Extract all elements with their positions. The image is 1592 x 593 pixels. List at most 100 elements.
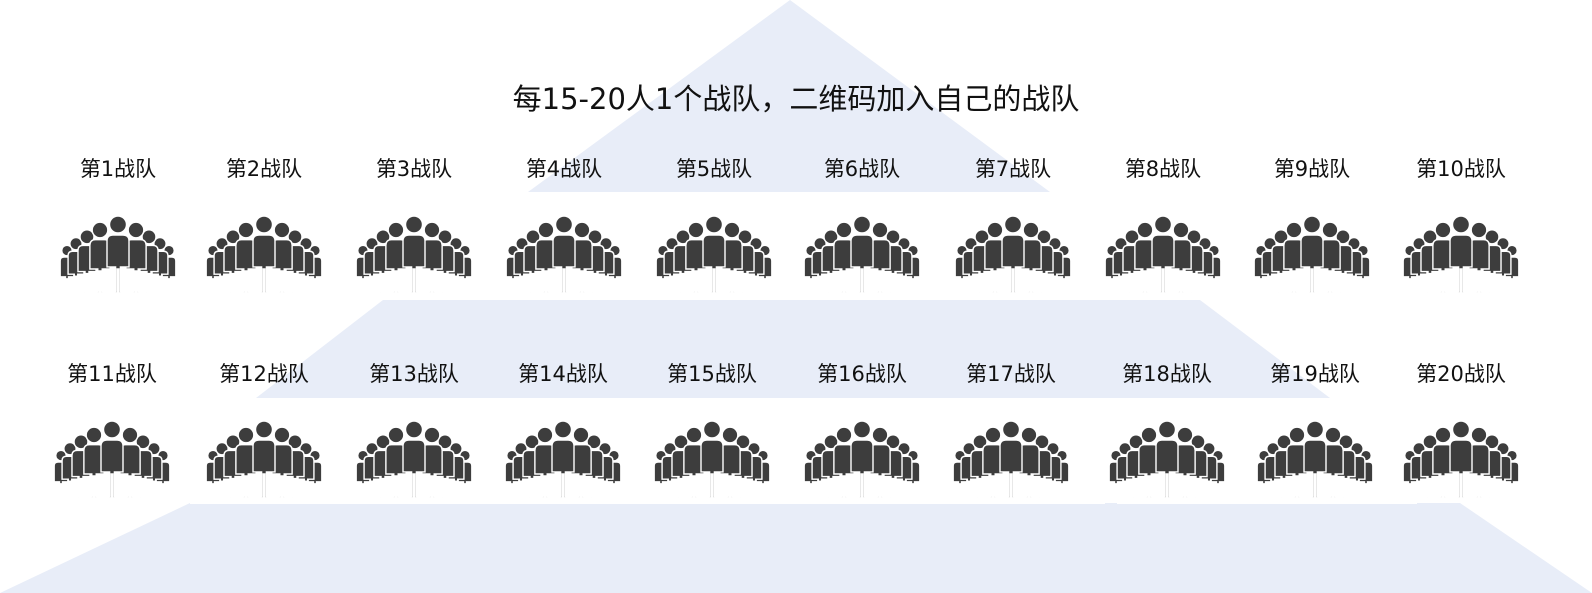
team-block: 第6战队 [797, 153, 927, 313]
team-block: 第15战队 [647, 358, 777, 518]
team-block: 第3战队 [349, 153, 479, 313]
crowd-icon-wrapper [205, 410, 323, 500]
team-block: 第2战队 [199, 153, 329, 313]
person-figure [700, 420, 724, 499]
crowd-icon [954, 215, 1072, 294]
person-figure [402, 215, 426, 294]
team-label: 第5战队 [675, 157, 753, 181]
pyramid-tier-top [528, 0, 1050, 192]
person-figure [850, 215, 874, 294]
crowd-icon-wrapper [1104, 205, 1222, 295]
person-figure [552, 215, 576, 294]
crowd-icon [803, 420, 921, 499]
crowd-icon [1402, 420, 1520, 499]
person-figure [1303, 420, 1327, 499]
crowd-icon [355, 420, 473, 499]
pyramid-tier-middle [256, 300, 1330, 398]
crowd-icon-wrapper [653, 410, 771, 500]
crowd-icon [355, 215, 473, 294]
crowd-icon [1253, 215, 1371, 294]
crowd-icon-wrapper [505, 205, 623, 295]
team-label: 第15战队 [667, 362, 757, 386]
pyramid-tier-bottom [0, 503, 1592, 593]
team-block: 第12战队 [199, 358, 329, 518]
crowd-icon-wrapper [1402, 205, 1520, 295]
team-label: 第2战队 [225, 157, 303, 181]
person-figure [1155, 420, 1179, 499]
person-figure [1300, 215, 1324, 294]
crowd-icon [205, 420, 323, 499]
team-label: 第9战队 [1273, 157, 1351, 181]
person-figure [1151, 215, 1175, 294]
team-label: 第7战队 [974, 157, 1052, 181]
person-figure [1449, 420, 1473, 499]
crowd-icon [803, 215, 921, 294]
crowd-icon [53, 420, 171, 499]
team-block: 第7战队 [948, 153, 1078, 313]
team-block: 第1战队 [53, 153, 183, 313]
team-block: 第8战队 [1098, 153, 1228, 313]
team-block: 第9战队 [1247, 153, 1377, 313]
crowd-icon-wrapper [59, 205, 177, 295]
team-block: 第11战队 [47, 358, 177, 518]
team-label: 第13战队 [369, 362, 459, 386]
crowd-icon-wrapper [954, 205, 1072, 295]
team-label: 第12战队 [219, 362, 309, 386]
crowd-icon-wrapper [1256, 410, 1374, 500]
crowd-icon [952, 420, 1070, 499]
team-block: 第14战队 [498, 358, 628, 518]
crowd-icon-wrapper [355, 410, 473, 500]
person-figure [252, 420, 276, 499]
team-block: 第20战队 [1396, 358, 1526, 518]
team-block: 第10战队 [1396, 153, 1526, 313]
team-label: 第18战队 [1122, 362, 1212, 386]
person-figure [1449, 215, 1473, 294]
team-label: 第3战队 [375, 157, 453, 181]
crowd-icon-wrapper [952, 410, 1070, 500]
team-label: 第16战队 [817, 362, 907, 386]
crowd-icon-wrapper [803, 205, 921, 295]
crowd-icon-wrapper [803, 410, 921, 500]
team-label: 第4战队 [525, 157, 603, 181]
team-label: 第14战队 [518, 362, 608, 386]
crowd-icon-wrapper [1253, 205, 1371, 295]
person-figure [1001, 215, 1025, 294]
crowd-icon-wrapper [655, 205, 773, 295]
team-label: 第6战队 [823, 157, 901, 181]
team-label: 第19战队 [1270, 362, 1360, 386]
crowd-icon-wrapper [205, 205, 323, 295]
team-block: 第4战队 [499, 153, 629, 313]
person-figure [551, 420, 575, 499]
middle-panel-left [190, 398, 1105, 504]
person-figure [106, 215, 130, 294]
person-figure [402, 420, 426, 499]
person-figure [850, 420, 874, 499]
person-figure [702, 215, 726, 294]
crowd-icon [505, 215, 623, 294]
crowd-icon [1256, 420, 1374, 499]
crowd-icon [59, 215, 177, 294]
team-block: 第19战队 [1250, 358, 1380, 518]
crowd-icon [504, 420, 622, 499]
crowd-icon [655, 215, 773, 294]
crowd-icon-wrapper [1108, 410, 1226, 500]
team-block: 第13战队 [349, 358, 479, 518]
crowd-icon [1104, 215, 1222, 294]
team-block: 第16战队 [797, 358, 927, 518]
crowd-icon-wrapper [504, 410, 622, 500]
team-block: 第17战队 [946, 358, 1076, 518]
team-block: 第5战队 [649, 153, 779, 313]
team-label: 第20战队 [1416, 362, 1506, 386]
crowd-icon [1402, 215, 1520, 294]
team-label: 第1战队 [79, 157, 157, 181]
crowd-icon-wrapper [355, 205, 473, 295]
crowd-icon-wrapper [1402, 410, 1520, 500]
crowd-icon [1108, 420, 1226, 499]
crowd-icon [653, 420, 771, 499]
team-label: 第10战队 [1416, 157, 1506, 181]
crowd-icon [205, 215, 323, 294]
team-label: 第11战队 [67, 362, 157, 386]
page-title: 每15-20人1个战队，二维码加入自己的战队 [512, 82, 1080, 116]
person-figure [999, 420, 1023, 499]
